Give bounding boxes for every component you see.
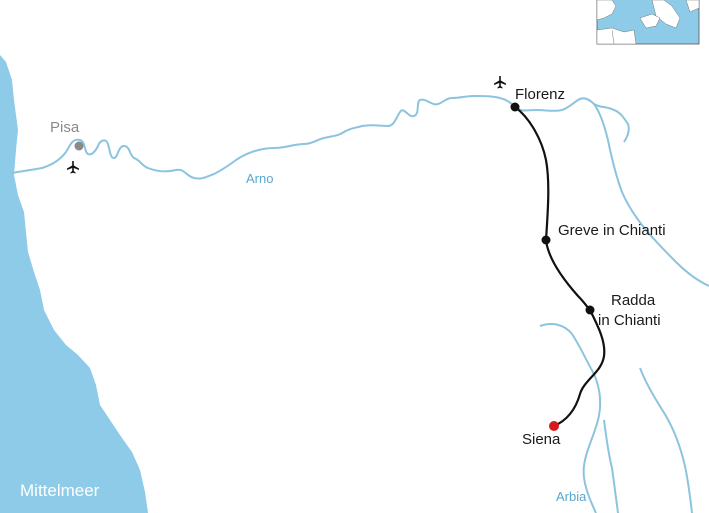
stop-radda [585,305,595,315]
label-siena: Siena [522,431,561,448]
river-tributary [593,103,709,287]
place-pisa-marker [74,141,84,151]
label-mittelmeer: Mittelmeer [20,481,100,500]
label-greve: Greve in Chianti [558,222,666,239]
inset-map [596,0,700,45]
label-pisa: Pisa [50,119,80,136]
label-radda-line2: in Chianti [598,312,661,329]
river-arno [11,95,630,180]
river-stream-east [639,367,693,513]
river-stream-mid [603,419,619,513]
river-arbia [539,323,602,513]
sea-area [0,55,148,513]
label-arbia: Arbia [556,489,587,504]
stop-florenz [510,102,520,112]
label-florenz: Florenz [515,86,565,103]
airplane-icon [494,76,506,89]
airplane-icon [67,161,79,174]
stop-greve [541,235,551,245]
stop-siena [549,421,559,431]
label-arno: Arno [246,171,273,186]
label-radda-line1: Radda [611,292,656,309]
route-line [514,106,606,428]
